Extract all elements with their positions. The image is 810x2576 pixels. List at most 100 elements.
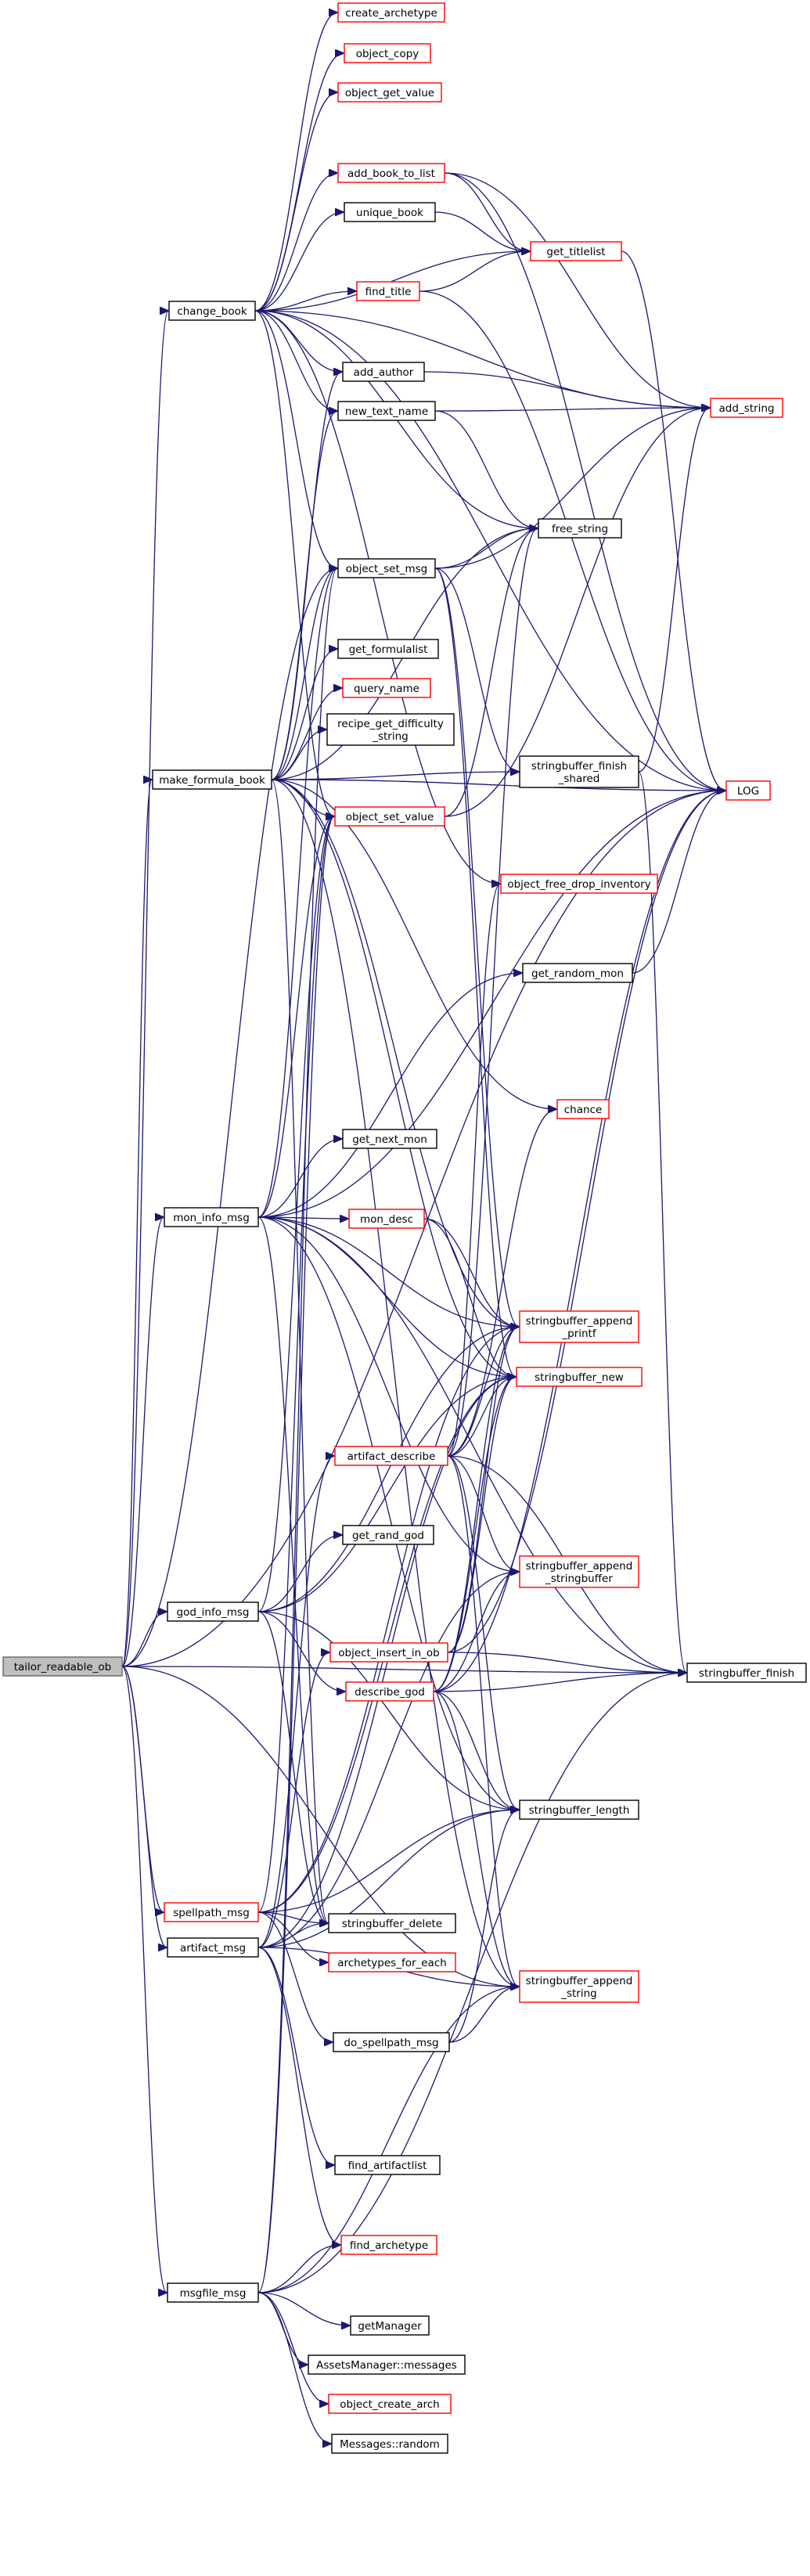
node-stringbuffer-append-string[interactable]: stringbuffer_append_string (519, 1970, 639, 2003)
node-box[interactable] (331, 2434, 448, 2454)
node-artifact-describe[interactable]: artifact_describe (334, 1446, 448, 1466)
node-find-archetype[interactable]: find_archetype (340, 2235, 437, 2255)
node-box[interactable] (326, 713, 455, 746)
node-box[interactable] (530, 241, 622, 261)
node-box[interactable] (356, 281, 420, 301)
node-add-string[interactable]: add_string (710, 398, 783, 418)
node-box[interactable] (519, 1555, 639, 1588)
node-box[interactable] (167, 1937, 259, 1958)
node-box[interactable] (340, 2235, 437, 2255)
node-object-get-value[interactable]: object_get_value (337, 82, 442, 103)
node-stringbuffer-finish-shared[interactable]: stringbuffer_finish_shared (519, 755, 639, 788)
node-stringbuffer-finish[interactable]: stringbuffer_finish (686, 1663, 807, 1683)
node-tailor-readable-ob[interactable]: tailor_readable_ob (2, 1656, 123, 1677)
node-box[interactable] (328, 1913, 456, 1933)
node-box[interactable] (344, 43, 431, 63)
node-describe-god[interactable]: describe_god (345, 1681, 434, 1702)
node-object-set-msg[interactable]: object_set_msg (337, 558, 436, 578)
node-box[interactable] (342, 678, 431, 698)
node-object-copy[interactable]: object_copy (344, 43, 431, 63)
node-free-string[interactable]: free_string (538, 518, 622, 539)
node-box[interactable] (348, 1209, 425, 1229)
node-box[interactable] (152, 769, 272, 790)
node-box[interactable] (337, 558, 436, 578)
node-box[interactable] (725, 780, 771, 801)
node-box[interactable] (516, 1367, 643, 1387)
node-box[interactable] (519, 1800, 639, 1820)
node-box[interactable] (350, 2315, 430, 2336)
node-stringbuffer-delete[interactable]: stringbuffer_delete (328, 1913, 456, 1933)
node-box[interactable] (342, 362, 425, 382)
node-recipe-get-difficulty-string[interactable]: recipe_get_difficulty_string (326, 713, 455, 746)
node-artifact-msg[interactable]: artifact_msg (167, 1937, 259, 1958)
node-box[interactable] (334, 2155, 441, 2175)
node-object-free-drop-inventory[interactable]: object_free_drop_inventory (500, 874, 658, 894)
node-find-title[interactable]: find_title (356, 281, 420, 301)
node-box[interactable] (519, 755, 639, 788)
node-box[interactable] (342, 1129, 437, 1149)
node-query-name[interactable]: query_name (342, 678, 431, 698)
node-box[interactable] (337, 639, 439, 659)
node-object-insert-in-ob[interactable]: object_insert_in_ob (329, 1642, 448, 1663)
node-box[interactable] (334, 806, 445, 827)
node-do-spellpath-msg[interactable]: do_spellpath_msg (333, 2032, 450, 2052)
node-god-info-msg[interactable]: god_info_msg (167, 1601, 259, 1622)
node-find-artifactlist[interactable]: find_artifactlist (334, 2155, 441, 2175)
node-get-random-mon[interactable]: get_random_mon (522, 963, 633, 983)
node-stringbuffer-append-stringbuffer[interactable]: stringbuffer_append_stringbuffer (519, 1555, 639, 1588)
node-box[interactable] (519, 1970, 639, 2003)
node-box[interactable] (345, 1681, 434, 1702)
node-box[interactable] (556, 1099, 610, 1119)
node-log[interactable]: LOG (725, 780, 771, 801)
node-box[interactable] (164, 1207, 259, 1227)
node-box[interactable] (2, 1656, 123, 1677)
node-box[interactable] (519, 1310, 639, 1343)
node-change-book[interactable]: change_book (168, 301, 256, 321)
node-get-formulalist[interactable]: get_formulalist (337, 639, 439, 659)
node-box[interactable] (522, 963, 633, 983)
node-box[interactable] (328, 2394, 452, 2414)
node-archetypes-for-each[interactable]: archetypes_for_each (328, 1952, 456, 1973)
node-msgfile-msg[interactable]: msgfile_msg (167, 2282, 259, 2303)
node-box[interactable] (333, 2032, 450, 2052)
node-box[interactable] (710, 398, 783, 418)
node-box[interactable] (334, 1446, 448, 1466)
node-messages-random[interactable]: Messages::random (331, 2434, 448, 2454)
node-box[interactable] (344, 202, 436, 222)
node-box[interactable] (538, 518, 622, 539)
node-stringbuffer-append-printf[interactable]: stringbuffer_append_printf (519, 1310, 639, 1343)
node-get-rand-god[interactable]: get_rand_god (342, 1525, 434, 1545)
node-object-set-value[interactable]: object_set_value (334, 806, 445, 827)
node-unique-book[interactable]: unique_book (344, 202, 436, 222)
node-new-text-name[interactable]: new_text_name (337, 401, 436, 421)
node-box[interactable] (164, 1902, 259, 1922)
node-spellpath-msg[interactable]: spellpath_msg (164, 1902, 259, 1922)
node-box[interactable] (342, 1525, 434, 1545)
node-mon-info-msg[interactable]: mon_info_msg (164, 1207, 259, 1227)
node-stringbuffer-length[interactable]: stringbuffer_length (519, 1800, 639, 1820)
node-getmanager[interactable]: getManager (350, 2315, 430, 2336)
node-box[interactable] (328, 1952, 456, 1973)
node-chance[interactable]: chance (556, 1099, 610, 1119)
node-box[interactable] (337, 2, 445, 23)
node-assetsmanager-messages[interactable]: AssetsManager::messages (308, 2354, 466, 2375)
node-get-titlelist[interactable]: get_titlelist (530, 241, 622, 261)
node-add-author[interactable]: add_author (342, 362, 425, 382)
node-box[interactable] (308, 2354, 466, 2375)
node-box[interactable] (168, 301, 256, 321)
node-stringbuffer-new[interactable]: stringbuffer_new (516, 1367, 643, 1387)
node-box[interactable] (167, 2282, 259, 2303)
node-object-create-arch[interactable]: object_create_arch (328, 2394, 452, 2414)
node-mon-desc[interactable]: mon_desc (348, 1209, 425, 1229)
node-box[interactable] (337, 401, 436, 421)
node-box[interactable] (337, 163, 445, 183)
node-box[interactable] (337, 82, 442, 103)
node-get-next-mon[interactable]: get_next_mon (342, 1129, 437, 1149)
node-box[interactable] (686, 1663, 807, 1683)
node-box[interactable] (500, 874, 658, 894)
node-box[interactable] (167, 1601, 259, 1622)
node-make-formula-book[interactable]: make_formula_book (152, 769, 272, 790)
node-box[interactable] (329, 1642, 448, 1663)
node-add-book-to-list[interactable]: add_book_to_list (337, 163, 445, 183)
node-create-archetype[interactable]: create_archetype (337, 2, 445, 23)
